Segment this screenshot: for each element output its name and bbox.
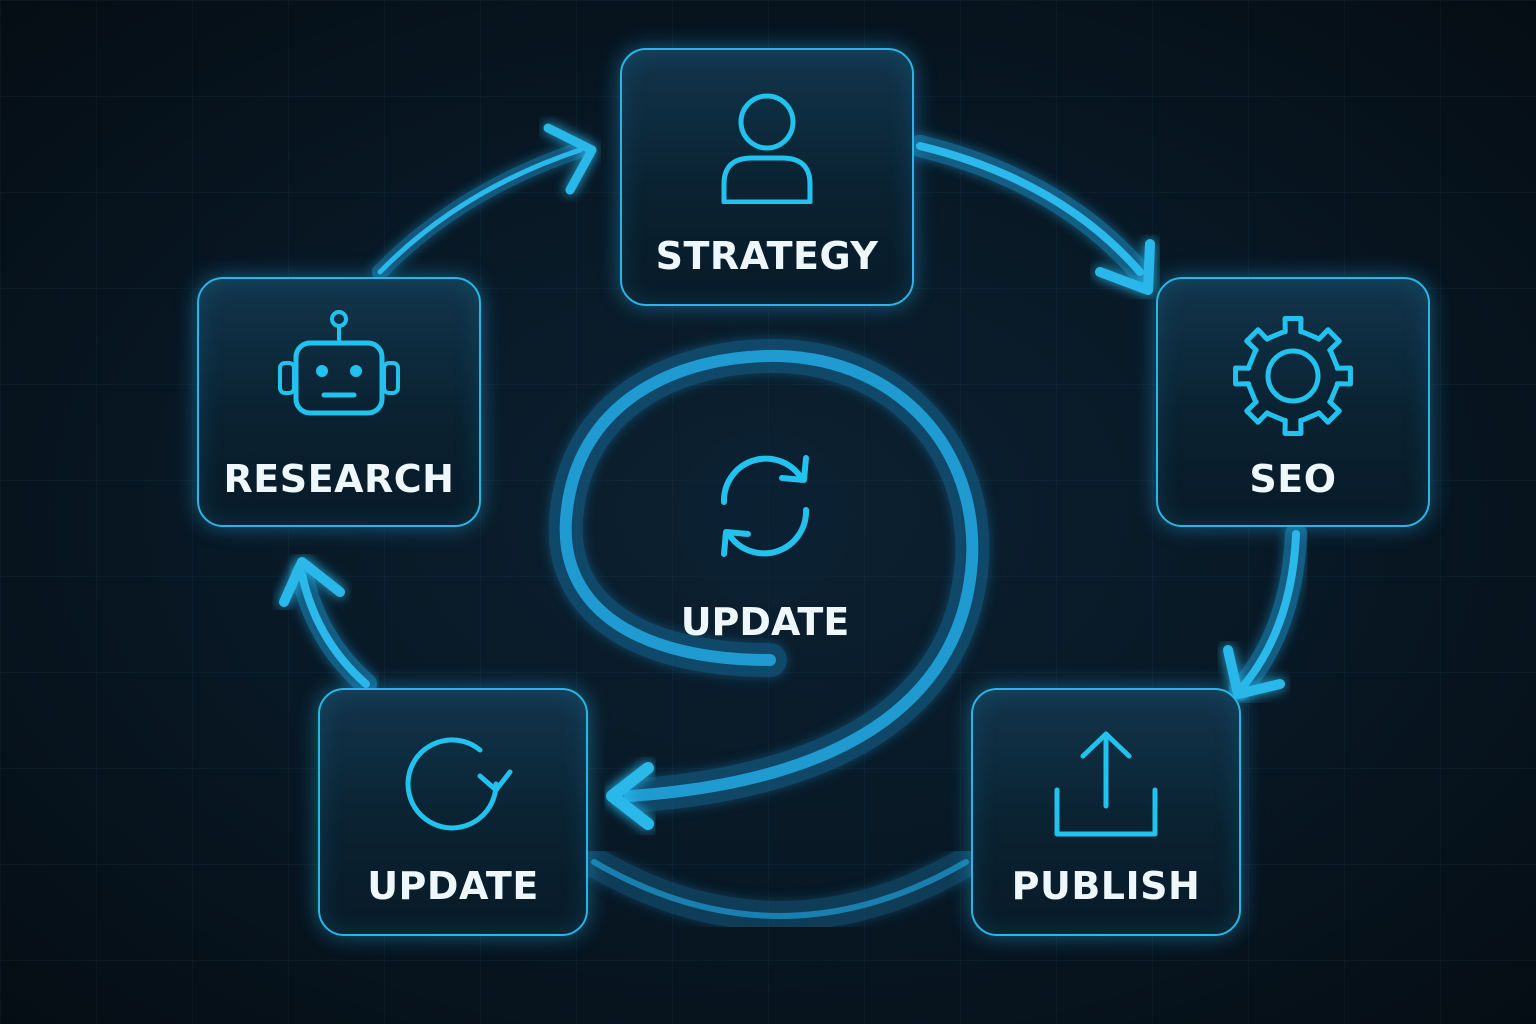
publish-node: PUBLISH xyxy=(971,688,1241,936)
research-label: RESEARCH xyxy=(223,457,455,501)
sync-icon xyxy=(720,455,810,557)
research-node: RESEARCH xyxy=(197,277,481,527)
user-icon xyxy=(721,93,813,204)
arrow-publish-to-update xyxy=(579,847,981,931)
upload-icon xyxy=(1054,731,1158,837)
gear-icon xyxy=(1233,316,1353,436)
publish-label: PUBLISH xyxy=(1011,864,1201,908)
refresh-icon xyxy=(405,737,513,831)
update-node: UPDATE xyxy=(318,688,588,936)
center-label: UPDATE xyxy=(680,600,850,644)
center-hub: UPDATE xyxy=(660,440,870,650)
arrow-strategy-to-seo xyxy=(909,135,1155,295)
center-spiral xyxy=(548,338,990,830)
arrow-research-to-strategy xyxy=(372,123,597,280)
robot-icon xyxy=(278,310,400,416)
seo-node: SEO xyxy=(1156,277,1430,527)
arrow-update-to-research xyxy=(279,557,377,695)
strategy-node: STRATEGY xyxy=(620,48,914,306)
update-label: UPDATE xyxy=(367,864,539,908)
seo-label: SEO xyxy=(1249,457,1337,501)
arrow-seo-to-publish xyxy=(1223,523,1307,701)
strategy-label: STRATEGY xyxy=(655,234,879,278)
